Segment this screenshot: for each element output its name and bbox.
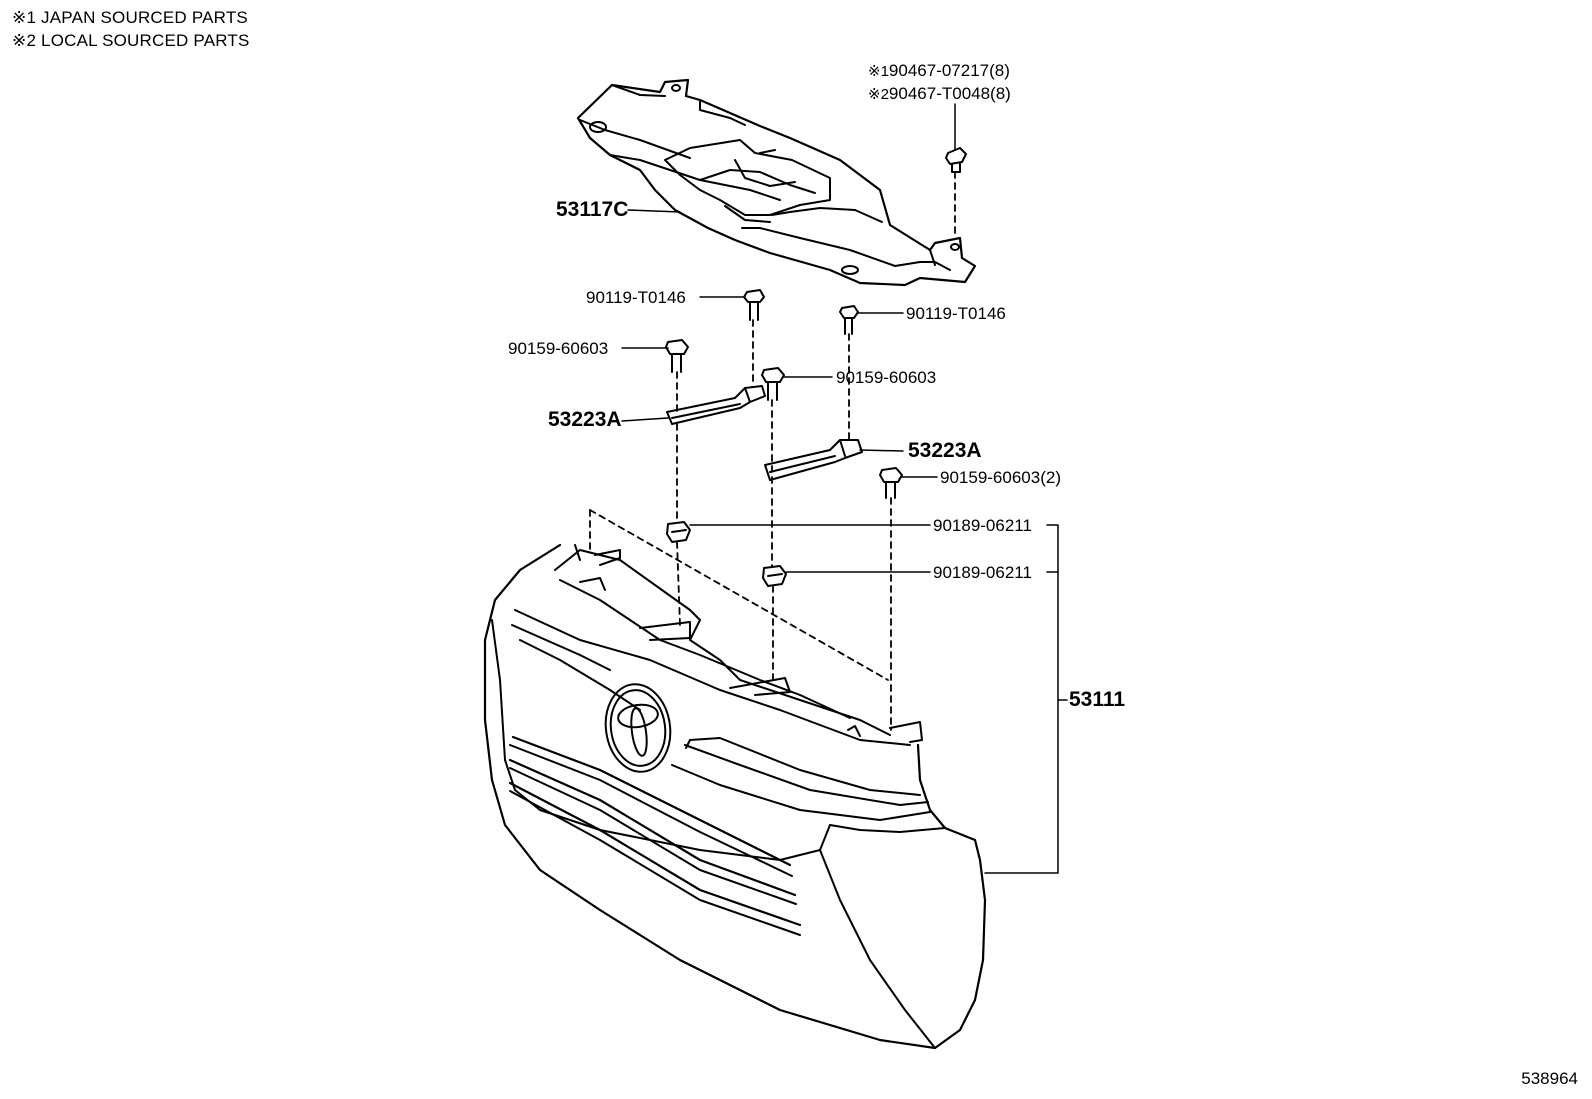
upper-cover-drawing [576, 78, 977, 287]
label-clip-japan: ※190467-07217(8) [868, 61, 1010, 82]
label-clip-local: ※290467-T0048(8) [868, 84, 1011, 105]
bolt-90119-left-icon [743, 289, 765, 321]
label-nut-90189-lower: 90189-06211 [933, 563, 1032, 582]
label-grille: 53111 [1069, 688, 1126, 711]
bolt-90159-center-icon [761, 367, 785, 401]
label-bolt-90159-left: 90159-60603 [508, 339, 609, 358]
toyota-emblem [604, 683, 672, 773]
bolt-90119-right-icon [839, 305, 859, 335]
diagram-id: 538964 [1521, 1069, 1578, 1088]
label-bracket-right: 53223A [908, 439, 982, 462]
label-bolt-90119-left: 90119-T0146 [586, 288, 686, 307]
bracket-left-drawing [666, 385, 766, 425]
label-bolt-90159-right: 90159-60603(2) [940, 468, 1061, 487]
fastener-clip-icon [945, 147, 967, 173]
note-japan-sourced: ※1 JAPAN SOURCED PARTS [12, 8, 248, 28]
label-mark: ※2 [868, 86, 889, 103]
label-bracket-left: 53223A [548, 408, 622, 431]
bracket-right-drawing [764, 439, 863, 481]
label-bolt-90159-center: 90159-60603 [836, 368, 937, 387]
label-upper-cover: 53117C [556, 198, 629, 221]
nut-90189-lower-icon [762, 565, 787, 587]
grille-drawing [483, 543, 987, 1050]
assembly-dashed-lines [589, 171, 956, 731]
leader-lines [621, 103, 1068, 874]
label-bolt-90119-right: 90119-T0146 [906, 304, 1006, 323]
note-text: LOCAL SOURCED PARTS [41, 31, 250, 50]
note-local-sourced: ※2 LOCAL SOURCED PARTS [12, 31, 250, 51]
note-mark: ※1 [12, 8, 37, 27]
nut-90189-upper-icon [666, 521, 691, 543]
bolt-90159-right-icon [879, 467, 903, 499]
label-number: 90467-T0048(8) [888, 84, 1011, 103]
label-mark: ※1 [868, 63, 889, 80]
bolt-90159-left-icon [665, 339, 689, 373]
label-nut-90189-upper: 90189-06211 [933, 516, 1032, 535]
label-number: 90467-07217(8) [888, 61, 1010, 80]
note-text: JAPAN SOURCED PARTS [41, 8, 248, 27]
note-mark: ※2 [12, 31, 37, 50]
